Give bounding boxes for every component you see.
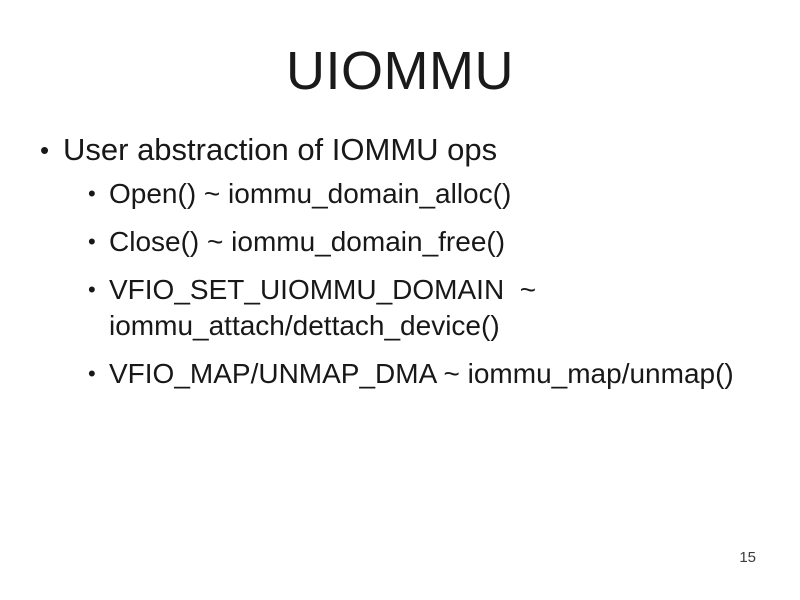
bullet-marker-icon: • xyxy=(88,181,96,206)
bullet-item-level-2: • VFIO_SET_UIOMMU_DOMAIN ~ iommu_attach/… xyxy=(88,272,770,344)
slide-title: UIOMMU xyxy=(286,41,514,101)
bullet-text: VFIO_SET_UIOMMU_DOMAIN ~ iommu_attach/de… xyxy=(109,274,544,341)
bullet-marker-icon: • xyxy=(88,229,96,254)
bullet-marker-icon: • xyxy=(40,135,50,165)
bullet-marker-icon: • xyxy=(88,361,96,386)
bullet-text: Close() ~ iommu_domain_free() xyxy=(109,226,506,257)
bullet-list: • User abstraction of IOMMU ops • Open()… xyxy=(40,130,770,404)
bullet-text: Open() ~ iommu_domain_alloc() xyxy=(109,178,512,209)
bullet-item-level-2: • VFIO_MAP/UNMAP_DMA ~ iommu_map/unmap() xyxy=(88,356,770,392)
bullet-text: User abstraction of IOMMU ops xyxy=(63,132,498,167)
bullet-text: VFIO_MAP/UNMAP_DMA ~ iommu_map/unmap() xyxy=(109,358,734,389)
page-number: 15 xyxy=(739,549,756,566)
bullet-item-level-1: • User abstraction of IOMMU ops xyxy=(40,130,770,170)
bullet-item-level-2: • Open() ~ iommu_domain_alloc() xyxy=(88,176,770,212)
bullet-marker-icon: • xyxy=(88,277,96,302)
bullet-item-level-2: • Close() ~ iommu_domain_free() xyxy=(88,224,770,260)
